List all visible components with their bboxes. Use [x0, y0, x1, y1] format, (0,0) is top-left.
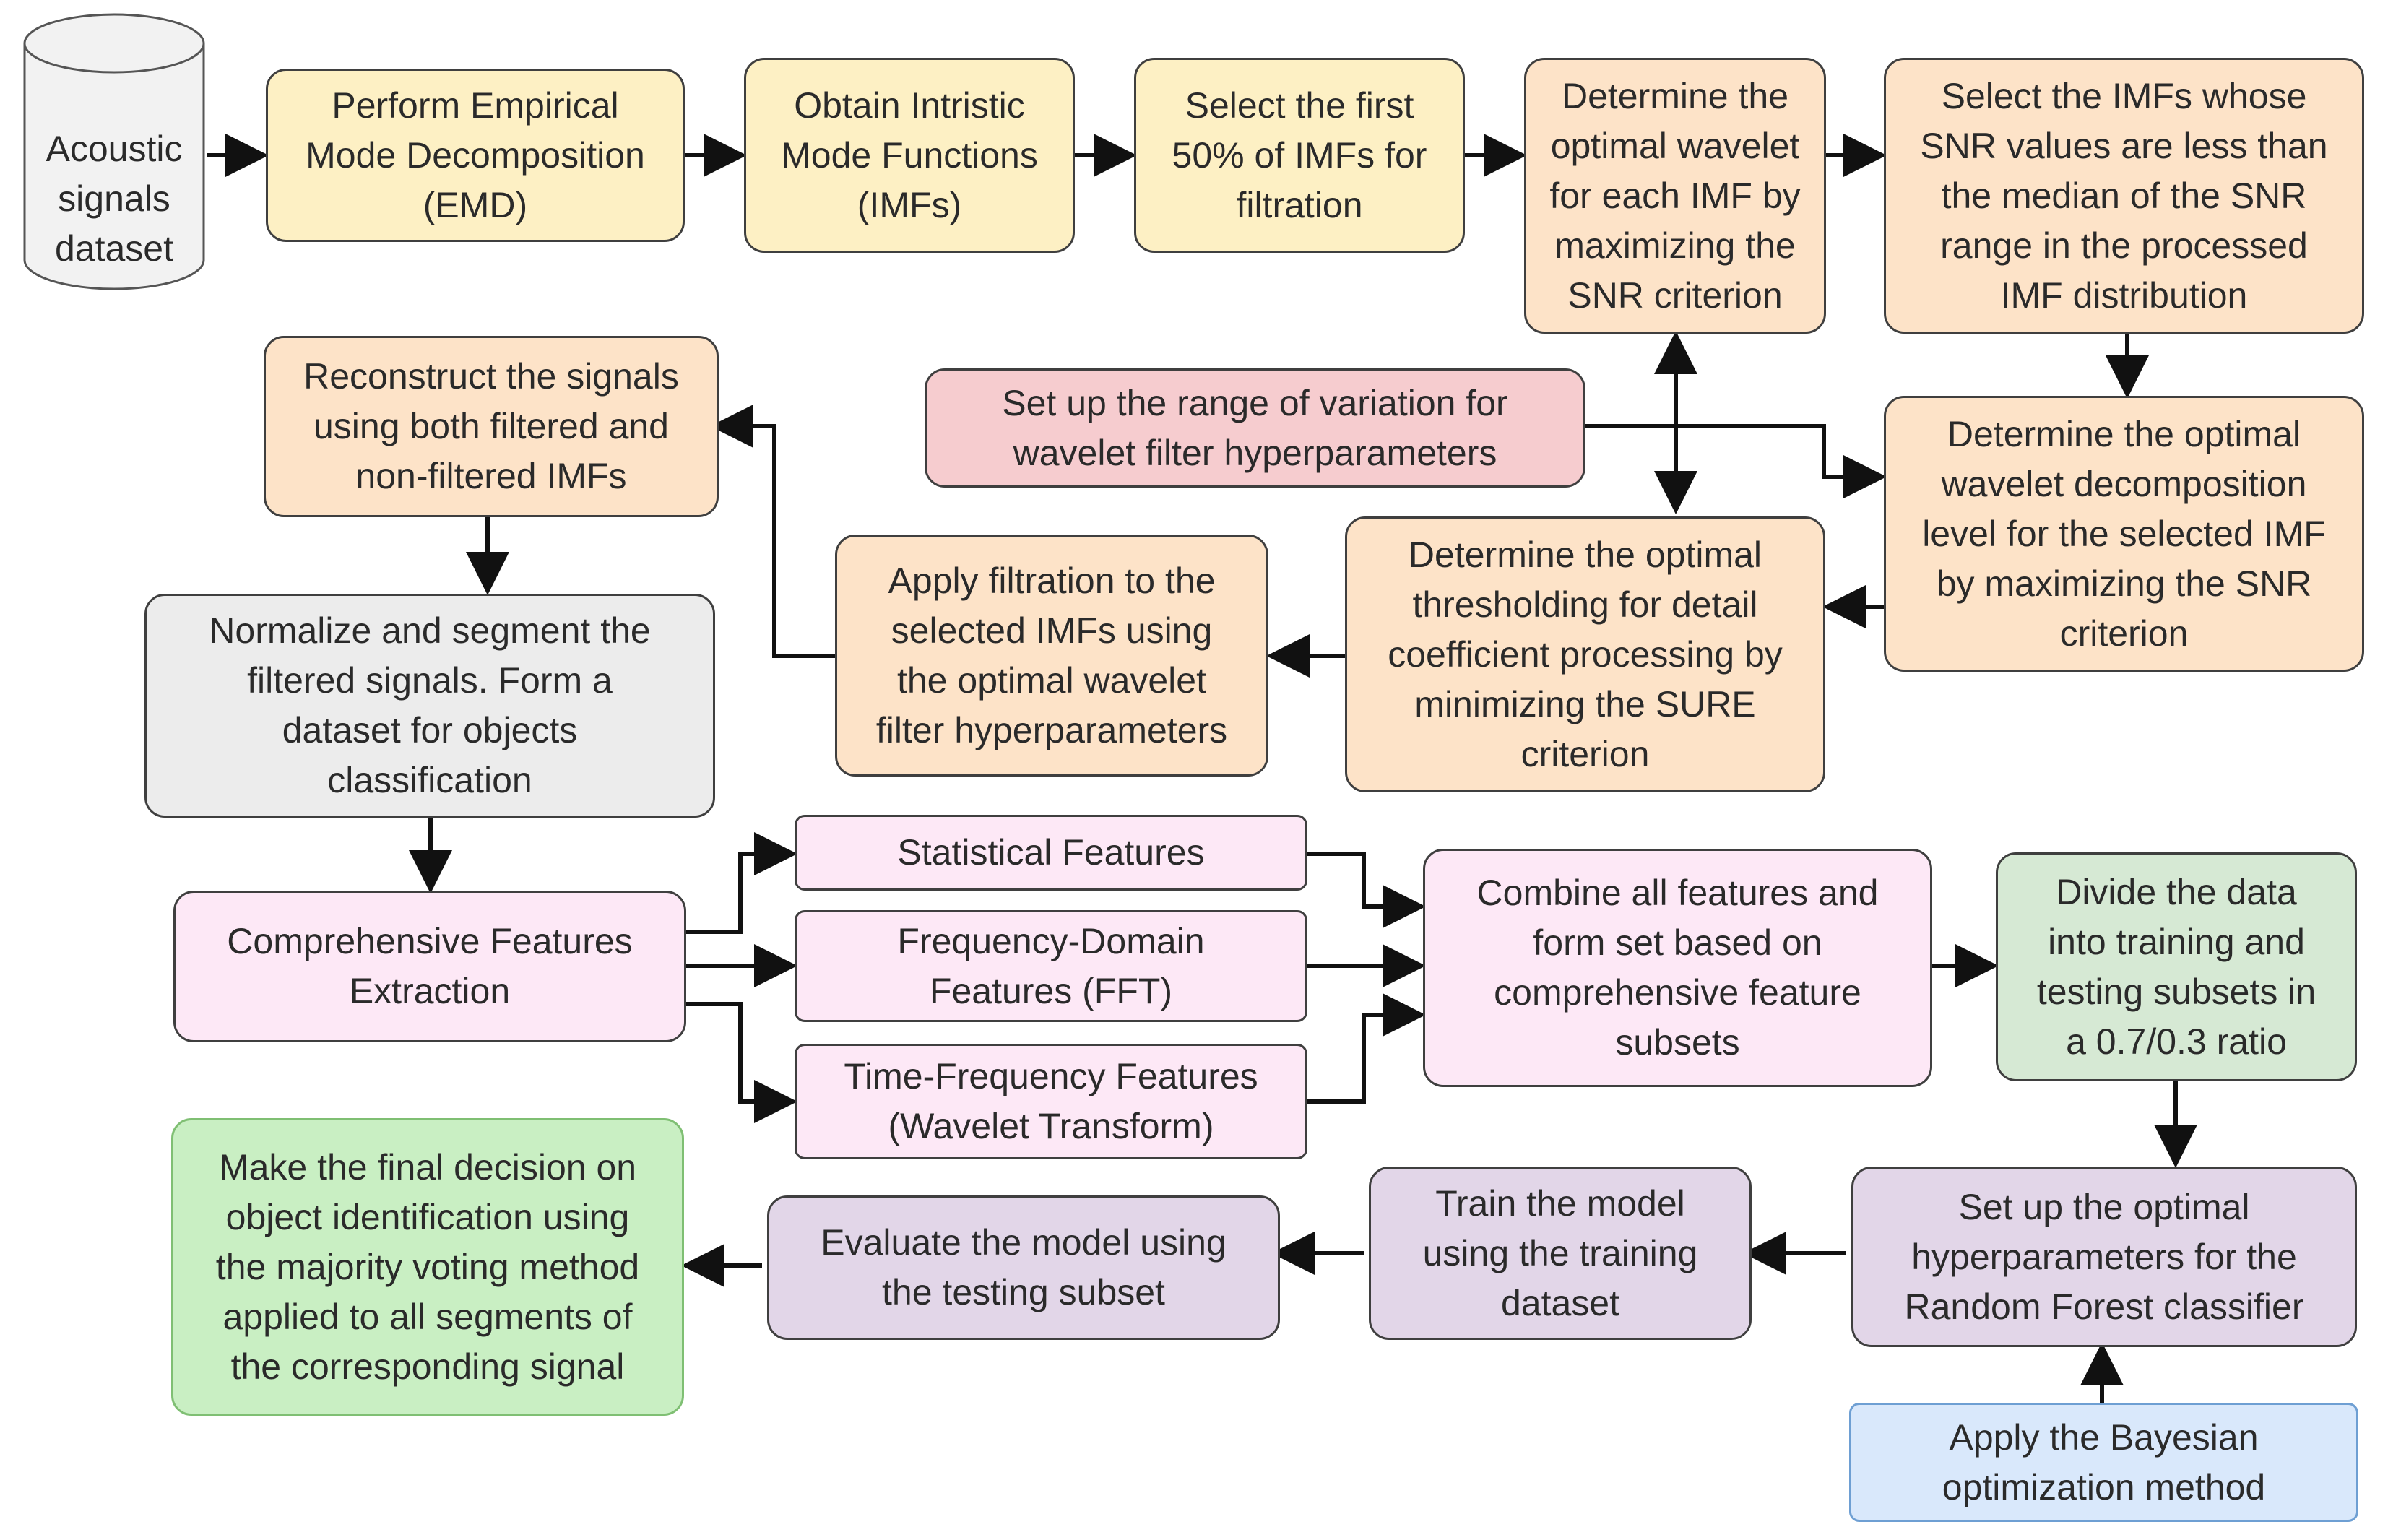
select-first-50-percent-step: Select the first 50% of IMFs for filtrat… [1134, 58, 1465, 253]
decomposition-level-step: Determine the optimal wavelet decomposit… [1884, 396, 2364, 672]
statistical-features-node: Statistical Features [795, 815, 1307, 891]
arrow-apply-to-reconstruct [710, 405, 835, 658]
bayesian-optimization-node: Apply the Bayesian optimization method [1849, 1403, 2358, 1522]
arrow-statistical-to-combine [1307, 852, 1426, 928]
optimal-wavelet-step: Determine the optimal wavelet for each I… [1524, 58, 1826, 334]
acoustic-signals-dataset: Acoustic signals dataset [46, 128, 183, 269]
time-frequency-features-node: Time-Frequency Features (Wavelet Transfo… [795, 1044, 1307, 1159]
arrow-range-to-decomplevel [1585, 424, 1887, 498]
optimal-thresholding-step: Determine the optimal thresholding for d… [1345, 516, 1825, 792]
normalize-segment-step: Normalize and segment the filtered signa… [144, 594, 715, 818]
arrow-comprehensive-to-statistical [686, 832, 797, 934]
final-decision-node: Make the final decision on object identi… [171, 1118, 684, 1416]
combine-features-node: Combine all features and form set based … [1423, 849, 1932, 1087]
divide-data-node: Divide the data into training and testin… [1996, 852, 2357, 1081]
select-imfs-snr-step: Select the IMFs whose SNR values are les… [1884, 58, 2364, 334]
reconstruct-signals-step: Reconstruct the signals using both filte… [264, 336, 719, 517]
perform-emd-step: Perform Empirical Mode Decomposition (EM… [266, 69, 685, 242]
frequency-domain-features-node: Frequency-Domain Features (FFT) [795, 910, 1307, 1022]
apply-filtration-step: Apply filtration to the selected IMFs us… [835, 535, 1268, 777]
arrow-comprehensive-to-timefreq [686, 1002, 797, 1123]
wavelet-hyperparameter-range-step: Set up the range of variation for wavele… [925, 368, 1585, 488]
evaluate-model-node: Evaluate the model using the testing sub… [767, 1195, 1280, 1340]
comprehensive-features-extraction-node: Comprehensive Features Extraction [173, 891, 686, 1042]
obtain-imfs-step: Obtain Intristic Mode Functions (IMFs) [744, 58, 1075, 253]
database-cylinder-shape [23, 13, 205, 290]
train-model-node: Train the model using the training datas… [1369, 1167, 1752, 1340]
random-forest-hyperparameters-node: Set up the optimal hyperparameters for t… [1851, 1167, 2357, 1347]
arrow-timefreq-to-combine [1307, 993, 1426, 1104]
